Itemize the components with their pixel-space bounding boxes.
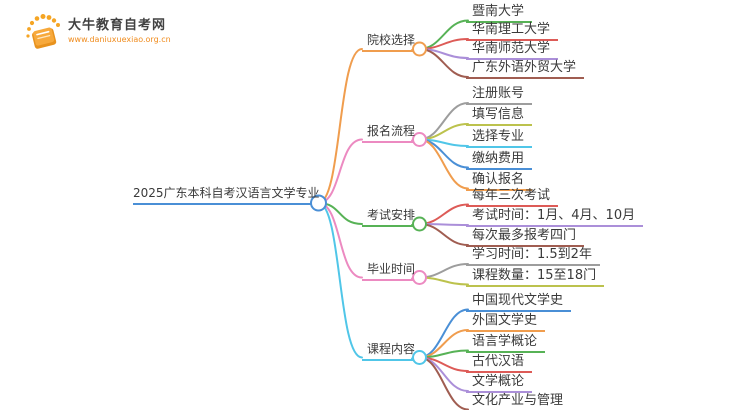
- child-node: 文化产业与管理: [466, 393, 572, 410]
- child-node: 古代汉语: [466, 354, 533, 373]
- logo-book-icon: [26, 14, 60, 49]
- logo-text-block: 大牛教育自考网 www.daniuxuexiao.org.cn: [68, 10, 171, 45]
- connector-line: [317, 138, 363, 204]
- branch-node-graduation-time: 毕业时间: [362, 262, 415, 281]
- child-node: 中国现代文学史: [466, 293, 572, 312]
- child-node: 外国文学史: [466, 313, 546, 332]
- connector-line: [418, 102, 469, 141]
- branch-node-registration-process: 报名流程: [362, 124, 415, 143]
- root-connector-joint: [310, 194, 327, 212]
- branch-node-course-content: 课程内容: [362, 342, 415, 361]
- child-node: 每次最多报考四门: [466, 228, 585, 247]
- connector-line: [418, 223, 469, 246]
- site-logo: 大牛教育自考网 www.daniuxuexiao.org.cn: [24, 10, 171, 52]
- child-node: 课程数量：15至18门: [466, 268, 605, 287]
- connector-line: [418, 263, 469, 279]
- branch-node-exam-schedule: 考试安排: [362, 208, 415, 227]
- logo-site-url: www.daniuxuexiao.org.cn: [68, 35, 171, 44]
- child-node: 语言学概论: [466, 334, 546, 353]
- connector-line: [317, 48, 363, 204]
- child-node: 确认报名: [466, 172, 533, 191]
- child-node: 华南师范大学: [466, 41, 559, 60]
- child-node: 考试时间：1月、4月、10月: [466, 208, 644, 227]
- child-node: 注册账号: [466, 86, 533, 105]
- child-node: 填写信息: [466, 107, 533, 126]
- branch-connector-joint: [412, 132, 427, 147]
- branch-connector-joint: [412, 216, 427, 232]
- child-node: 每年三次考试: [466, 188, 559, 207]
- logo-site-name: 大牛教育自考网: [68, 18, 167, 33]
- child-node: 华南理工大学: [466, 22, 559, 41]
- branch-connector-joint: [412, 270, 427, 285]
- child-node: 广东外语外贸大学: [466, 60, 585, 79]
- child-node: 缴纳费用: [466, 151, 533, 170]
- child-node: 文学概论: [466, 374, 533, 393]
- branch-connector-joint: [412, 350, 427, 365]
- connector-line: [418, 203, 469, 225]
- child-node: 选择专业: [466, 129, 533, 148]
- branch-connector-joint: [412, 41, 427, 57]
- connector-line: [418, 138, 469, 190]
- child-node: 暨南大学: [466, 4, 533, 23]
- connector-line: [317, 202, 363, 359]
- branch-node-school-selection: 院校选择: [362, 33, 415, 52]
- child-node: 学习时间：1.5到2年: [466, 247, 600, 266]
- connector-line: [418, 356, 469, 392]
- mindmap-root-node: 2025广东本科自考汉语言文学专业: [133, 186, 320, 205]
